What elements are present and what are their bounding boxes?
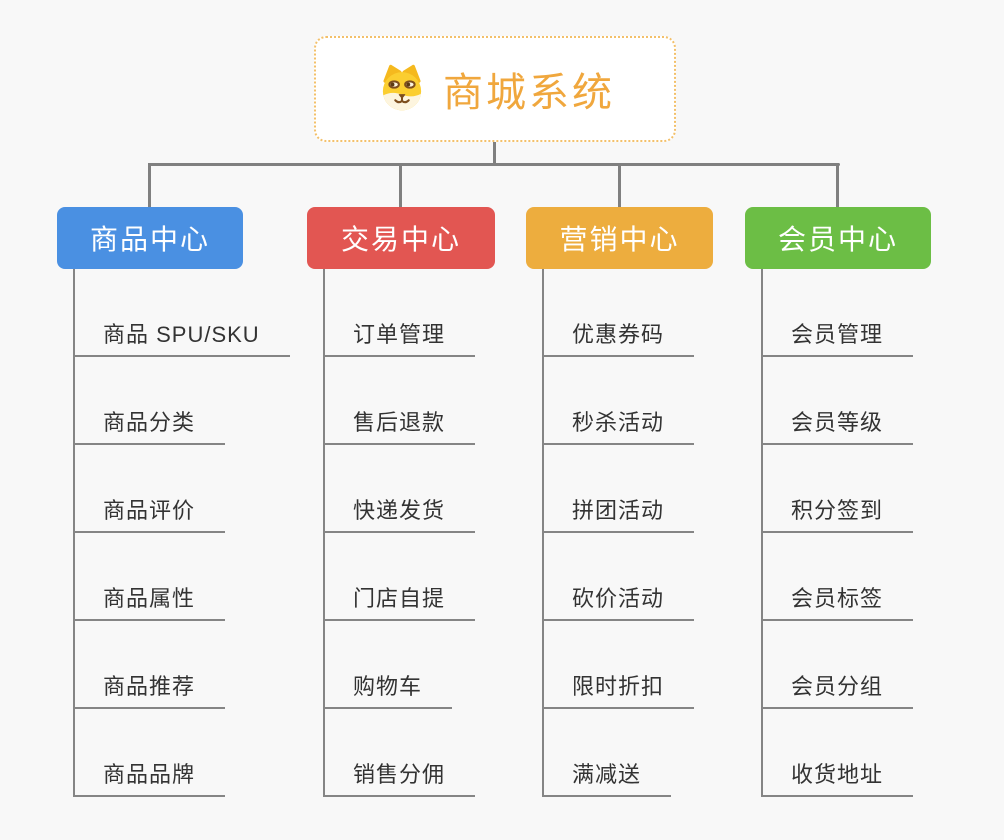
connector-line-drop bbox=[618, 163, 621, 208]
leaf-label: 商品评价 bbox=[103, 498, 196, 523]
leaf-column-trade: 订单管理售后退款快递发货门店自提购物车销售分佣 bbox=[323, 269, 476, 797]
leaf-label: 满减送 bbox=[572, 762, 642, 787]
leaf-label: 购物车 bbox=[353, 674, 423, 699]
leaf-label: 秒杀活动 bbox=[572, 410, 665, 435]
leaf-label: 商品属性 bbox=[103, 586, 196, 611]
leaf-label: 订单管理 bbox=[353, 322, 446, 347]
leaf-label: 销售分佣 bbox=[353, 762, 446, 787]
leaf-item[interactable]: 会员分组 bbox=[763, 621, 914, 709]
leaf-column-member: 会员管理会员等级积分签到会员标签会员分组收货地址 bbox=[761, 269, 914, 797]
root-node[interactable]: 商城系统 bbox=[314, 36, 676, 142]
dog-face-icon bbox=[382, 64, 422, 111]
leaf-item[interactable]: 商品评价 bbox=[75, 445, 226, 533]
leaf-label: 会员标签 bbox=[791, 586, 884, 611]
leaf-label: 优惠券码 bbox=[572, 322, 665, 347]
leaf-label: 限时折扣 bbox=[572, 674, 665, 699]
leaf-item[interactable]: 订单管理 bbox=[325, 269, 476, 357]
leaf-label: 门店自提 bbox=[353, 586, 446, 611]
leaf-label: 拼团活动 bbox=[572, 498, 665, 523]
root-title: 商城系统 bbox=[443, 71, 615, 115]
leaf-item[interactable]: 砍价活动 bbox=[544, 533, 695, 621]
leaf-item[interactable]: 商品属性 bbox=[75, 533, 226, 621]
connector-line-drop bbox=[399, 163, 402, 208]
branch-group-marketing: 营销中心 优惠券码秒杀活动拼团活动砍价活动限时折扣满减送 bbox=[526, 207, 713, 797]
leaf-item[interactable]: 收货地址 bbox=[763, 709, 914, 797]
leaf-item[interactable]: 快递发货 bbox=[325, 445, 476, 533]
leaf-item[interactable]: 会员等级 bbox=[763, 357, 914, 445]
branch-group-member: 会员中心 会员管理会员等级积分签到会员标签会员分组收货地址 bbox=[745, 207, 931, 797]
connector-line-drop bbox=[148, 163, 151, 208]
branch-label: 会员中心 bbox=[777, 224, 898, 255]
leaf-item[interactable]: 购物车 bbox=[325, 621, 453, 709]
leaf-item[interactable]: 秒杀活动 bbox=[544, 357, 695, 445]
leaf-item[interactable]: 商品 SPU/SKU bbox=[75, 269, 290, 357]
branch-group-trade: 交易中心 订单管理售后退款快递发货门店自提购物车销售分佣 bbox=[307, 207, 495, 797]
leaf-column-product: 商品 SPU/SKU 商品分类商品评价商品属性商品推荐商品品牌 bbox=[73, 269, 290, 797]
leaf-item[interactable]: 积分签到 bbox=[763, 445, 914, 533]
connector-line-drop bbox=[836, 163, 839, 208]
leaf-item[interactable]: 拼团活动 bbox=[544, 445, 695, 533]
leaf-column-marketing: 优惠券码秒杀活动拼团活动砍价活动限时折扣满减送 bbox=[542, 269, 695, 797]
branch-node-trade[interactable]: 交易中心 bbox=[307, 207, 495, 269]
branch-label: 商品中心 bbox=[89, 224, 210, 255]
leaf-item[interactable]: 限时折扣 bbox=[544, 621, 695, 709]
branch-node-marketing[interactable]: 营销中心 bbox=[526, 207, 713, 269]
leaf-label: 会员等级 bbox=[791, 410, 884, 435]
leaf-label: 会员分组 bbox=[791, 674, 884, 699]
connector-line-root-stub bbox=[493, 142, 496, 164]
leaf-item[interactable]: 销售分佣 bbox=[325, 709, 476, 797]
leaf-item[interactable]: 会员标签 bbox=[763, 533, 914, 621]
leaf-label: 砍价活动 bbox=[572, 586, 665, 611]
leaf-label: 收货地址 bbox=[791, 762, 884, 787]
leaf-label: 商品 SPU/SKU bbox=[103, 322, 260, 347]
connector-line-bus bbox=[149, 163, 840, 166]
leaf-label: 商品分类 bbox=[103, 410, 196, 435]
leaf-label: 商品推荐 bbox=[103, 674, 196, 699]
branch-node-product[interactable]: 商品中心 bbox=[57, 207, 243, 269]
leaf-item[interactable]: 商品分类 bbox=[75, 357, 226, 445]
branch-label: 营销中心 bbox=[559, 224, 680, 255]
leaf-item[interactable]: 满减送 bbox=[544, 709, 672, 797]
leaf-item[interactable]: 门店自提 bbox=[325, 533, 476, 621]
branch-node-member[interactable]: 会员中心 bbox=[745, 207, 931, 269]
leaf-label: 快递发货 bbox=[353, 498, 446, 523]
leaf-label: 积分签到 bbox=[791, 498, 884, 523]
leaf-item[interactable]: 售后退款 bbox=[325, 357, 476, 445]
branch-group-product: 商品中心 商品 SPU/SKU 商品分类商品评价商品属性商品推荐商品品牌 bbox=[57, 207, 290, 797]
leaf-label: 会员管理 bbox=[791, 322, 884, 347]
leaf-label: 商品品牌 bbox=[103, 762, 196, 787]
branch-label: 交易中心 bbox=[340, 224, 461, 255]
leaf-label: 售后退款 bbox=[353, 410, 446, 435]
leaf-item[interactable]: 商品推荐 bbox=[75, 621, 226, 709]
leaf-item[interactable]: 优惠券码 bbox=[544, 269, 695, 357]
leaf-item[interactable]: 商品品牌 bbox=[75, 709, 226, 797]
leaf-item[interactable]: 会员管理 bbox=[763, 269, 914, 357]
